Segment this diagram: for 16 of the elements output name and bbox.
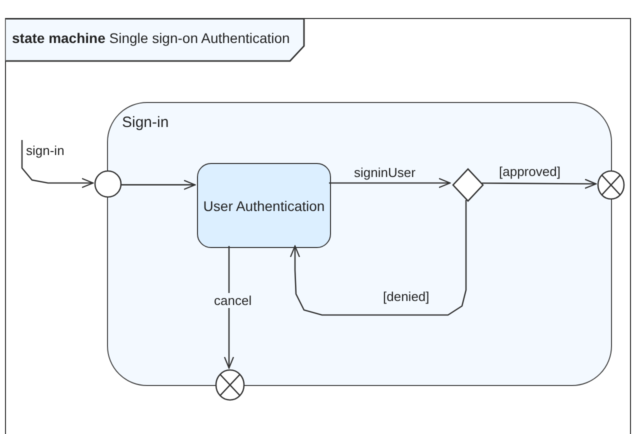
transition-arrow bbox=[482, 178, 597, 189]
composite-state bbox=[107, 102, 612, 386]
transition-arrow bbox=[224, 246, 234, 369]
edge-label: signinUser bbox=[352, 165, 418, 180]
state-machine-frame bbox=[5, 18, 631, 434]
transition-arrow bbox=[21, 140, 94, 188]
transition-arrow bbox=[329, 178, 451, 188]
transition-arrow bbox=[120, 180, 196, 190]
edge-label: [denied] bbox=[381, 289, 432, 304]
transition-arrow bbox=[290, 200, 467, 316]
frame-heading: state machine Single sign-on Authentication bbox=[12, 30, 290, 46]
state-heading: Sign-in bbox=[122, 114, 169, 131]
edge-label: cancel bbox=[212, 293, 254, 308]
state-box: User Authentication bbox=[197, 163, 331, 248]
edge-label: [approved] bbox=[497, 164, 562, 179]
edge-label: sign-in bbox=[24, 143, 66, 158]
